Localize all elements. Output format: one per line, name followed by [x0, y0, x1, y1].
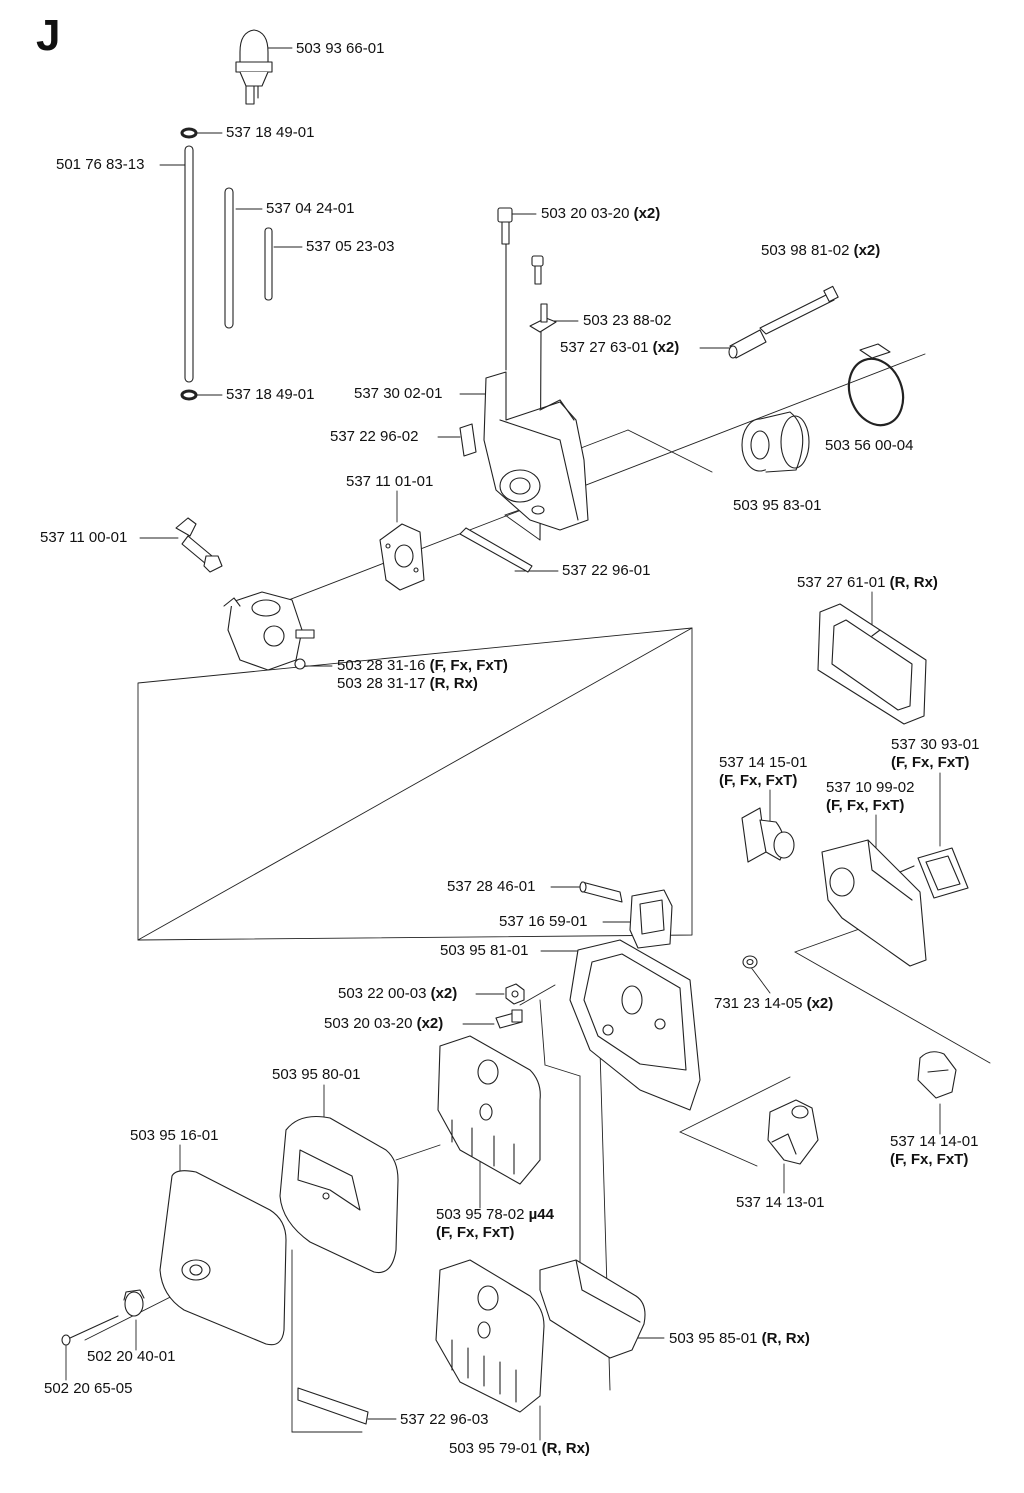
nut-icon — [505, 983, 525, 1005]
label-spacer[interactable]: 537 27 63-01 (x2) — [560, 339, 680, 356]
long-tube-icon — [184, 145, 194, 383]
filter-holder-r-icon — [435, 1259, 545, 1413]
label-cover-plate[interactable]: 537 27 61-01 (R, Rx) — [797, 574, 938, 591]
valve-part-icon — [767, 1099, 819, 1165]
intake-icon — [741, 411, 810, 473]
label-filter-holder-f[interactable]: 503 95 78-02 µ44(F, Fx, FxT) — [436, 1206, 554, 1241]
label-clamp[interactable]: 503 56 00-04 — [825, 437, 914, 454]
tube-mid-icon — [224, 187, 234, 329]
label-filter-element[interactable]: 503 95 80-01 — [272, 1066, 361, 1083]
tube-short-icon — [264, 227, 273, 301]
gasket-strip-icon — [459, 527, 533, 573]
label-gasket-strip[interactable]: 537 22 96-01 — [562, 562, 651, 579]
label-carb-housing[interactable]: 537 30 02-01 — [354, 385, 443, 402]
label-seal-square[interactable]: 537 30 93-01(F, Fx, FxT) — [891, 736, 980, 771]
preheat-part-icon — [741, 807, 795, 863]
knob-icon — [123, 1289, 145, 1317]
bracket-screw-icon — [531, 255, 544, 285]
label-choke-lever[interactable]: 537 11 00-01 — [40, 529, 128, 546]
label-oring-top[interactable]: 537 18 49-01 — [226, 124, 315, 141]
gasket-bottom-icon — [297, 1387, 369, 1425]
label-knob[interactable]: 502 20 40-01 — [87, 1348, 176, 1365]
label-bracket[interactable]: 503 23 88-02 — [583, 312, 672, 329]
choke-part-icon — [629, 889, 673, 949]
label-intake[interactable]: 503 95 83-01 — [733, 497, 822, 514]
seal-square-icon — [917, 847, 969, 899]
pin-icon — [579, 881, 623, 903]
label-gasket-small[interactable]: 537 22 96-02 — [330, 428, 419, 445]
oring-top-icon — [180, 127, 198, 139]
spacer-icon — [728, 329, 767, 359]
carb-gasket-icon — [379, 523, 425, 591]
shutter-icon — [917, 1051, 957, 1099]
label-shutter[interactable]: 537 14 14-01(F, Fx, FxT) — [890, 1133, 979, 1168]
filter-holder-f-icon — [437, 1035, 541, 1185]
leader-lines — [65, 47, 941, 1441]
label-carb-gasket[interactable]: 537 11 01-01 — [346, 473, 434, 490]
cover-screw-icon — [61, 1315, 119, 1346]
label-valve-part[interactable]: 537 14 13-01 — [736, 1194, 825, 1211]
page-letter: J — [36, 11, 61, 60]
label-screw-top[interactable]: 503 20 03-20 (x2) — [541, 205, 661, 222]
label-tube-mid[interactable]: 537 04 24-01 — [266, 200, 355, 217]
long-bolt-icon — [759, 285, 839, 335]
label-foam-filter[interactable]: 503 95 85-01 (R, Rx) — [669, 1330, 810, 1347]
primer-bulb-icon — [235, 29, 273, 105]
label-cover-screw[interactable]: 502 20 65-05 — [44, 1380, 133, 1397]
label-preheat-part[interactable]: 537 14 15-01(F, Fx, FxT) — [719, 754, 808, 789]
filter-base-icon — [569, 939, 701, 1111]
foam-filter-icon — [539, 1259, 646, 1359]
label-pin[interactable]: 537 28 46-01 — [447, 878, 536, 895]
filter-cover-icon — [159, 1170, 287, 1346]
label-long-tube[interactable]: 501 76 83-13 — [56, 156, 145, 173]
nut-right-icon — [742, 955, 758, 969]
label-choke-part[interactable]: 537 16 59-01 — [499, 913, 588, 930]
label-nut-right[interactable]: 731 23 14-05 (x2) — [714, 995, 834, 1012]
cover-plate-icon — [817, 603, 927, 725]
label-long-bolt[interactable]: 503 98 81-02 (x2) — [761, 242, 881, 259]
label-gasket-bottom[interactable]: 537 22 96-03 — [400, 1411, 489, 1428]
label-oring-bottom[interactable]: 537 18 49-01 — [226, 386, 315, 403]
choke-lever-icon — [175, 517, 223, 573]
oring-bottom-icon — [180, 389, 198, 401]
gasket-small-icon — [459, 423, 477, 457]
screw-icon — [497, 207, 513, 371]
label-filter-base[interactable]: 503 95 81-01 — [440, 942, 529, 959]
label-tube-short[interactable]: 537 05 23-03 — [306, 238, 395, 255]
screw-mid-icon — [495, 1009, 523, 1029]
label-primer-bulb[interactable]: 503 93 66-01 — [296, 40, 385, 57]
label-filter-holder-r[interactable]: 503 95 79-01 (R, Rx) — [449, 1440, 590, 1457]
label-warm-housing[interactable]: 537 10 99-02(F, Fx, FxT) — [826, 779, 915, 814]
bracket-icon — [529, 303, 557, 541]
warm-housing-icon — [821, 839, 927, 967]
label-filter-cover[interactable]: 503 95 16-01 — [130, 1127, 219, 1144]
label-screw-mid[interactable]: 503 20 03-20 (x2) — [324, 1015, 444, 1032]
clamp-icon — [847, 343, 905, 427]
label-nut[interactable]: 503 22 00-03 (x2) — [338, 985, 458, 1002]
label-carburetor[interactable]: 503 28 31-16 (F, Fx, FxT)503 28 31-17 (R… — [337, 657, 508, 692]
carburetor-icon — [223, 591, 315, 671]
carb-housing-icon — [483, 371, 589, 531]
filter-element-icon — [279, 1115, 399, 1274]
